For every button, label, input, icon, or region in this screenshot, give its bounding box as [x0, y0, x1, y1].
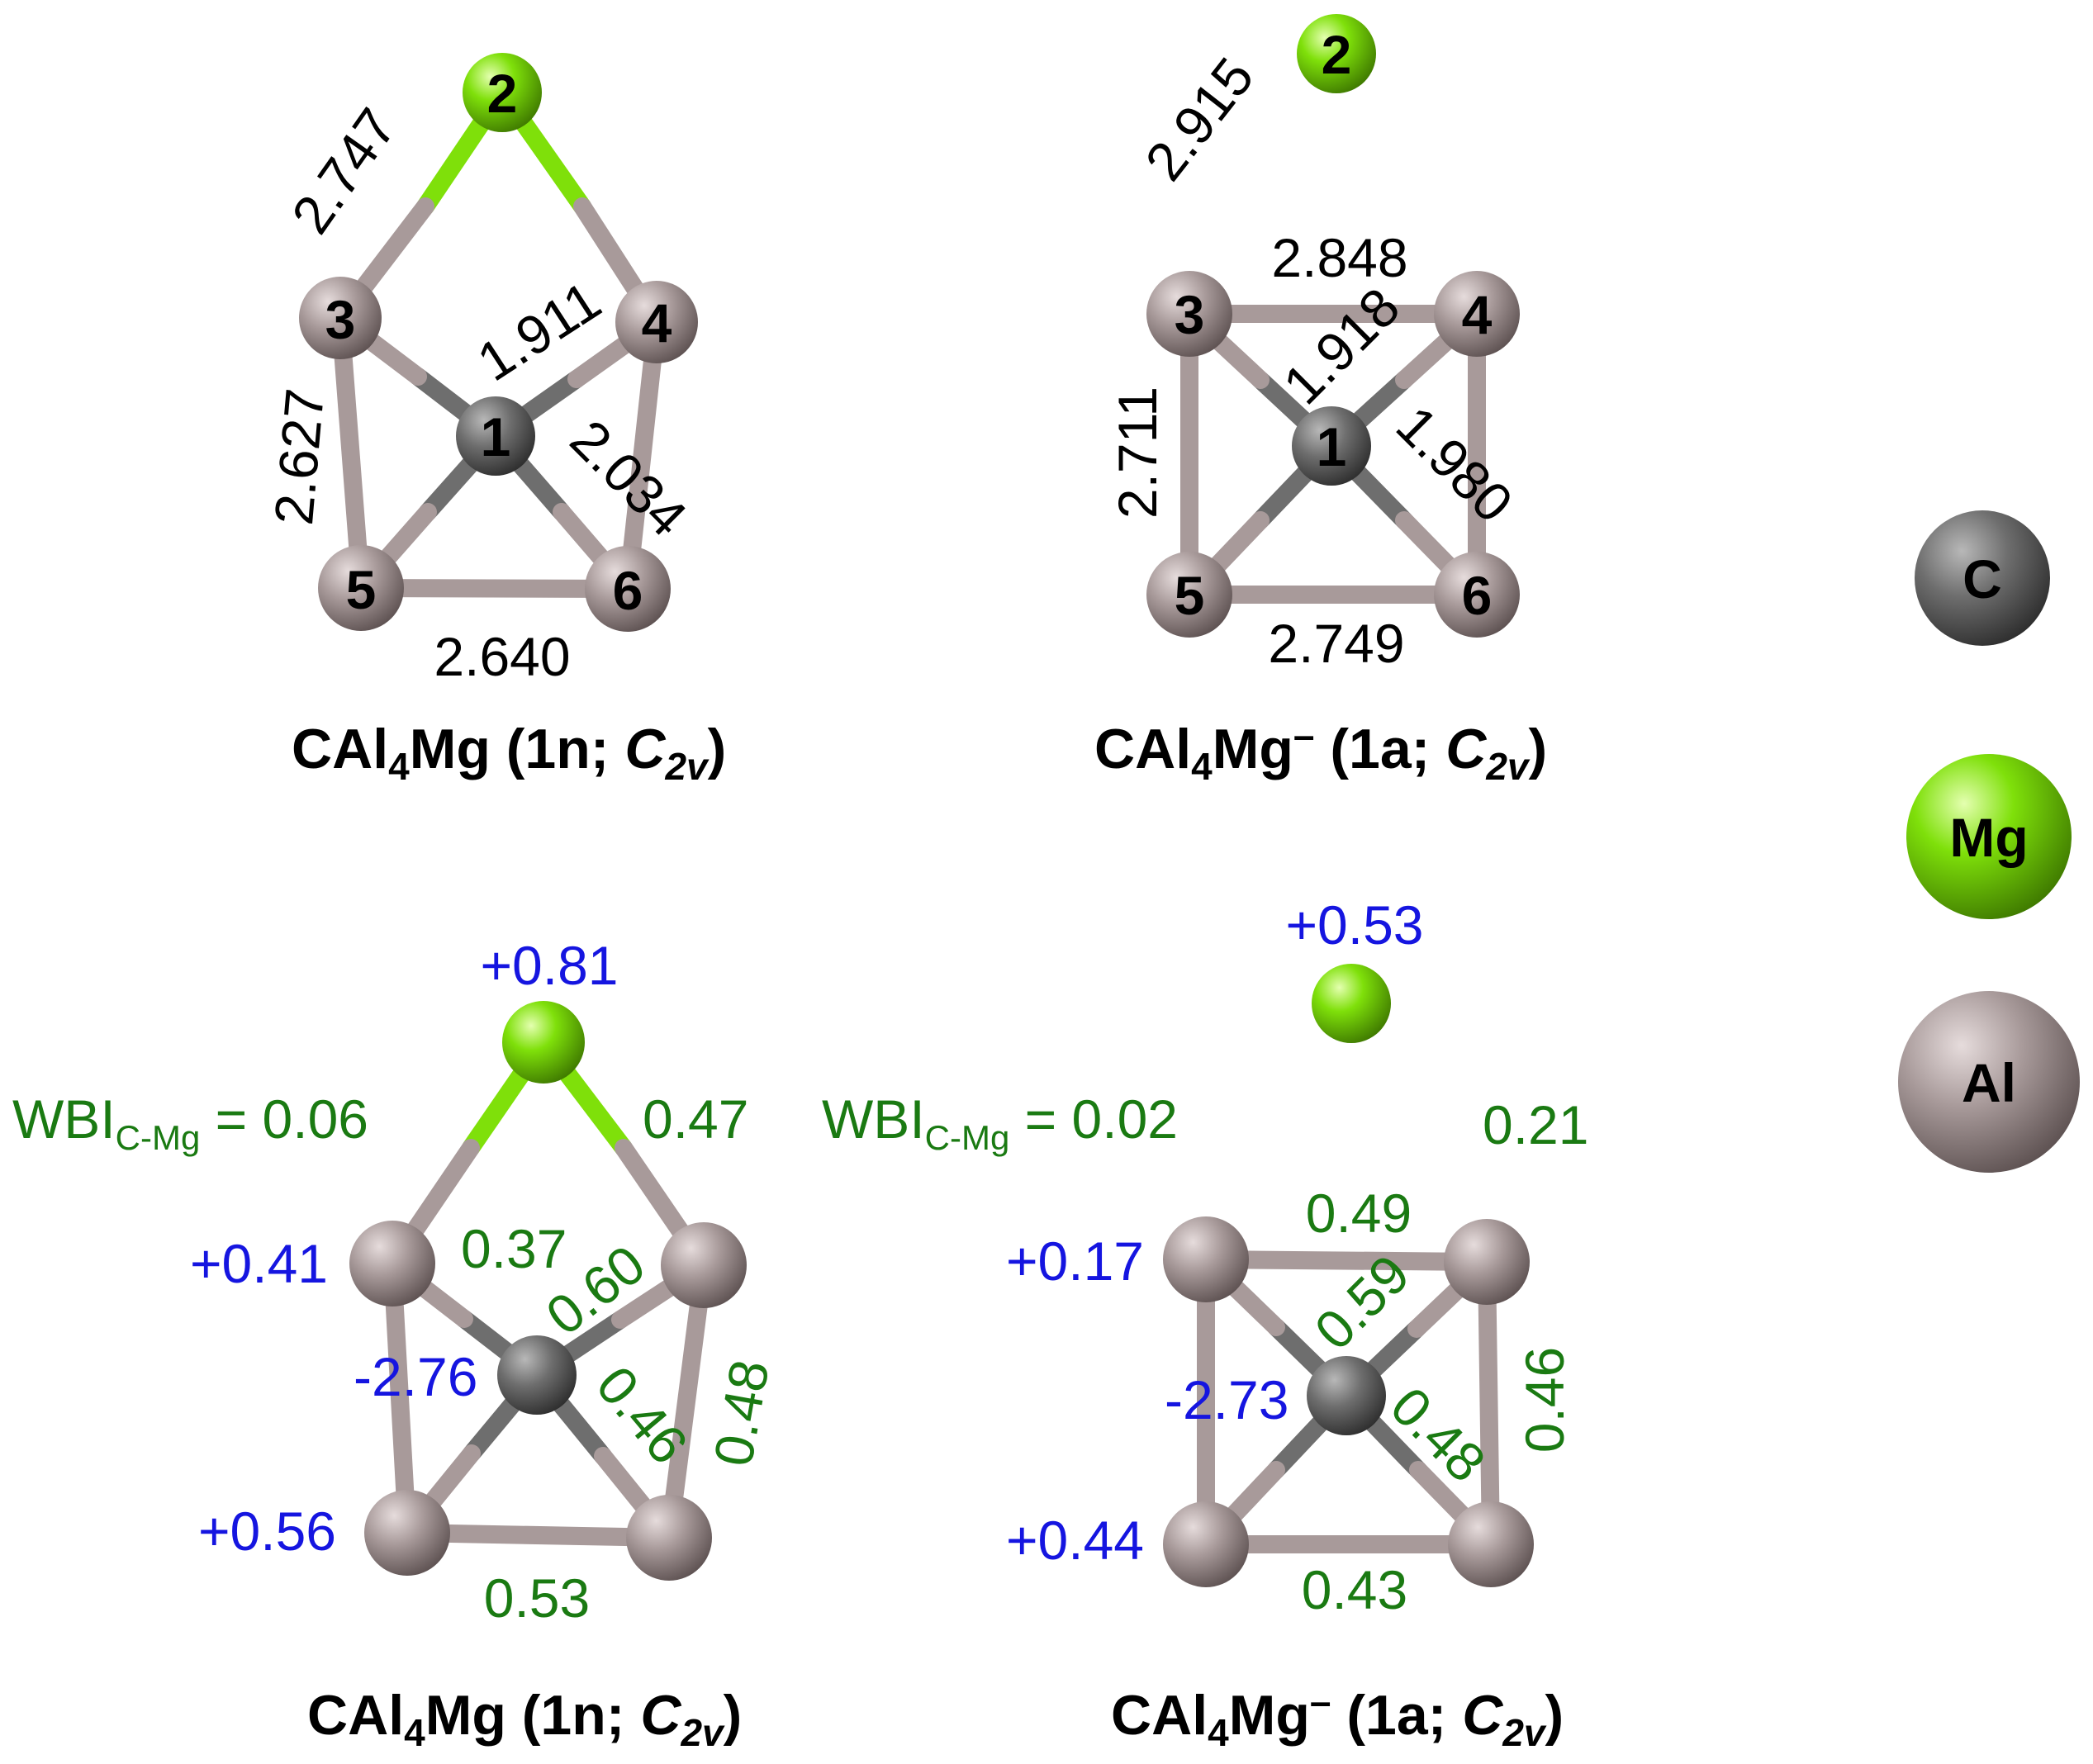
atom-al-4: [661, 1222, 747, 1308]
wbi-al4-al6: 0.48: [702, 1355, 781, 1470]
atom-al-6: [585, 546, 671, 632]
charge-al-top: +0.41: [190, 1233, 328, 1294]
panel-title: CAl4Mg– (1a; C2v): [1094, 714, 1547, 788]
atom-label-1: 1: [1317, 416, 1347, 477]
atom-mg: [1312, 964, 1391, 1043]
wbi-c-al3: 0.37: [461, 1218, 567, 1279]
atom-label-3: 3: [1175, 284, 1205, 345]
wbi-al5-al6: 0.53: [484, 1567, 590, 1629]
charge-al-top: +0.17: [1006, 1231, 1144, 1292]
panel-bottom-left: +0.81 +0.41 -2.76 +0.56 WBIC-Mg = 0.06 0…: [12, 935, 781, 1754]
wbi-al3-al4: 0.49: [1306, 1183, 1412, 1244]
atom-label-2: 2: [1322, 24, 1352, 85]
atom-label-5: 5: [1175, 565, 1205, 626]
atom-al-3: [1146, 271, 1232, 357]
wbi-mg-c: 0.21: [1483, 1094, 1588, 1155]
atom-c: [1307, 1356, 1386, 1435]
wbi-al4-al6: 0.46: [1514, 1347, 1575, 1453]
bond-length-al-al-bottom: 2.749: [1268, 613, 1404, 674]
charge-mg: +0.53: [1286, 894, 1424, 956]
wbi-mg-al: 0.47: [643, 1088, 748, 1150]
atom-label-5: 5: [346, 559, 377, 620]
atom-c-1: [456, 396, 535, 476]
atom-al-6: [626, 1495, 712, 1581]
atom-al-6: [1434, 552, 1520, 638]
wbi-c-mg-label: WBIC-Mg = 0.02: [822, 1088, 1178, 1157]
atom-label-4: 4: [642, 292, 672, 353]
atom-al-5: [318, 545, 404, 631]
atom-al-4: [1434, 271, 1520, 357]
bond-al3-al5: [331, 309, 370, 597]
charge-c: -2.76: [354, 1346, 477, 1407]
bond-length-al-al-side: 2.711: [1107, 386, 1168, 519]
atom-mg: [502, 1001, 585, 1084]
atom-al-3: [1163, 1216, 1249, 1302]
atom-label-6: 6: [1462, 565, 1493, 626]
bond-length-mg-c: 2.915: [1133, 46, 1265, 192]
atom-c: [497, 1335, 577, 1415]
charge-c: -2.73: [1165, 1369, 1289, 1430]
legend-aluminum-label: Al: [1962, 1052, 2016, 1113]
atom-al-5: [1163, 1501, 1249, 1587]
atom-label-2: 2: [487, 63, 518, 124]
bond-length-al-al-top: 2.848: [1271, 227, 1407, 288]
atom-mg-2: [463, 53, 542, 132]
panel-bottom-right: +0.53 +0.17 -2.73 +0.44 WBIC-Mg = 0.02 0…: [822, 894, 1588, 1754]
atom-mg-2: [1297, 14, 1376, 93]
wbi-al5-al6: 0.43: [1302, 1559, 1407, 1620]
bond-length-al-al-bottom: 2.640: [434, 626, 570, 687]
bond-length-mg-al: 2.747: [279, 97, 407, 244]
atom-al-6: [1448, 1501, 1534, 1587]
charge-mg: +0.81: [481, 935, 619, 996]
atom-label-3: 3: [325, 289, 356, 350]
bond-al3-al5: [383, 1254, 416, 1542]
atom-al-4: [615, 281, 698, 363]
panel-top-left: 2 3 4 1 5 6 2.747 1.911 2.627 2.034 2.64…: [263, 53, 726, 788]
bond-al3-al4: [1197, 1250, 1496, 1271]
charge-al-bottom: +0.44: [1006, 1510, 1144, 1571]
wbi-c-mg-label: WBIC-Mg = 0.06: [12, 1088, 368, 1157]
bond-al4-al6: [660, 1256, 713, 1547]
atom-al-4: [1444, 1219, 1530, 1305]
panel-top-right: 2 3 4 1 5 6 2.915 2.848 1.918 2.711 1.98…: [1094, 14, 1547, 788]
legend-magnesium-label: Mg: [1949, 807, 2028, 868]
bond-al5-al6: [352, 579, 637, 598]
atom-al-3: [349, 1221, 435, 1306]
atom-label-4: 4: [1462, 284, 1493, 345]
bond-al4-al6: [1478, 1253, 1500, 1553]
charge-al-bottom: +0.56: [198, 1501, 336, 1562]
bond-al5-al6: [398, 1524, 678, 1547]
legend-carbon-sphere: [1915, 510, 2050, 646]
bond-al4-al6: [619, 313, 666, 598]
legend-carbon-label: C: [1962, 548, 2002, 609]
panel-title: CAl4Mg (1n; C2v): [307, 1684, 742, 1754]
atom-al-5: [1146, 552, 1232, 638]
atom-label-6: 6: [613, 560, 643, 621]
atom-label-1: 1: [481, 406, 511, 467]
atom-c-1: [1292, 406, 1371, 486]
panel-title: CAl4Mg (1n; C2v): [292, 718, 726, 788]
atom-legend: C Mg Al: [1898, 510, 2080, 1173]
legend-aluminum-sphere: [1898, 991, 2080, 1173]
atom-al-3: [299, 277, 382, 359]
legend-magnesium-sphere: [1906, 754, 2072, 919]
bond-length-al-al-side: 2.627: [263, 386, 335, 527]
atom-al-5: [364, 1490, 450, 1576]
panel-title: CAl4Mg– (1a; C2v): [1111, 1680, 1564, 1754]
